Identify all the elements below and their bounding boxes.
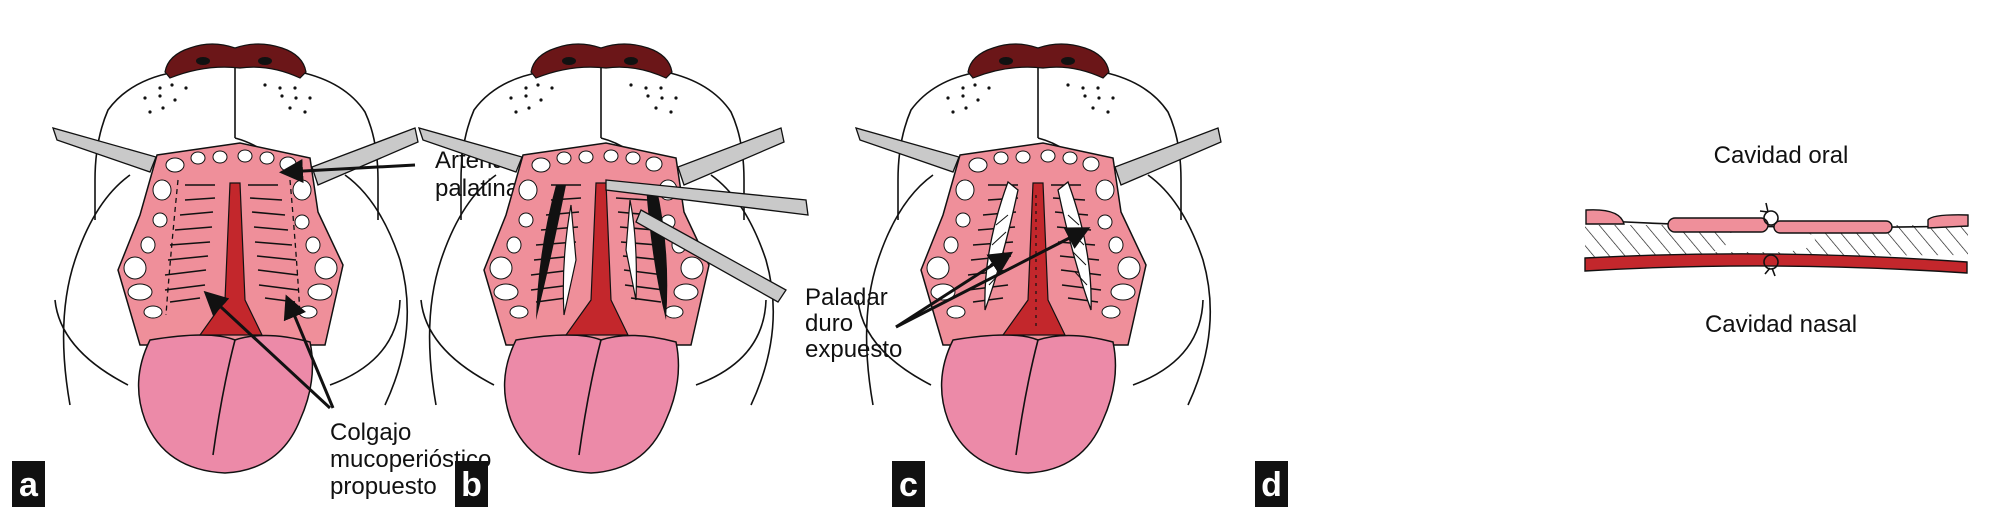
flap-arrow-left: [203, 290, 332, 410]
panel-letter-box: [455, 461, 488, 507]
panel-letter: c: [899, 466, 918, 504]
panel-letter: b: [461, 466, 482, 504]
flap-label: Colgajo: [330, 419, 411, 446]
exposed-palate-label: duro: [805, 310, 853, 337]
flap-label: propuesto: [330, 473, 437, 500]
panel-letter: a: [19, 466, 39, 504]
panel-letter: d: [1261, 466, 1282, 504]
panel-b: b: [418, 43, 809, 507]
artery-arrow: [279, 159, 416, 184]
panel-a: Arteria palatina Colgajo mucoperióstico …: [12, 43, 520, 507]
exposed-palate-label: expuesto: [805, 336, 902, 363]
panel-letter-box: [1255, 461, 1288, 507]
forceps-instrument: [635, 209, 787, 303]
panel-c: c: [855, 43, 1222, 507]
panel-letter-box: [892, 461, 925, 507]
palate-arrow-left: [895, 251, 1014, 329]
panel-d-cross-section: Cavidad oral Cavidad nasal d: [1255, 142, 1969, 507]
nasal-cavity-label: Cavidad nasal: [1705, 311, 1857, 338]
oral-cavity-label: Cavidad oral: [1714, 142, 1849, 169]
palate-arrow-right: [895, 227, 1091, 329]
exposed-palate-label: Paladar: [805, 284, 888, 311]
panel-letter-box: [12, 461, 45, 507]
elevator-instrument: [605, 179, 809, 216]
flap-arrow-right: [283, 294, 335, 409]
artery-label: palatina: [435, 175, 520, 202]
